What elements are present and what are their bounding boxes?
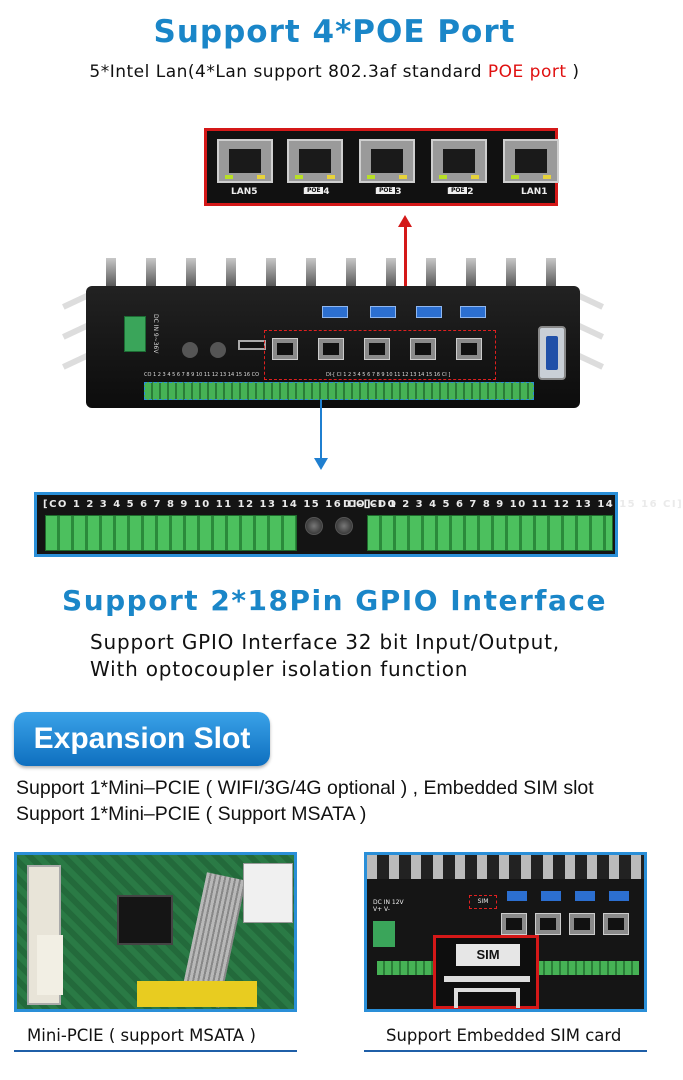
usb-port-4 xyxy=(460,306,486,318)
expansion-slot-badge: Expansion Slot xyxy=(14,712,270,766)
dc-power-terminal xyxy=(124,316,146,352)
screw-icon xyxy=(335,517,353,535)
usb-port-2 xyxy=(370,306,396,318)
antenna-port-right xyxy=(210,342,226,358)
poe-title: Support 4*POE Port xyxy=(153,14,516,50)
antenna-port-left xyxy=(182,342,198,358)
caption-left-underline xyxy=(14,1050,297,1052)
lan-port-3 xyxy=(359,139,415,183)
caption-left: Mini-PCIE ( support MSATA ) xyxy=(27,1026,256,1045)
device-gpio-left-label: CO 1 2 3 4 5 6 7 8 9 10 11 12 13 14 15 1… xyxy=(144,372,260,378)
poe-desc-suffix: ) xyxy=(566,62,580,82)
sim-label: SIM xyxy=(456,944,520,966)
poe-tag: POE xyxy=(377,187,395,194)
poe-tag: POE xyxy=(449,187,467,194)
caption-right-underline xyxy=(364,1050,647,1052)
lan-label-1: LAN1 xyxy=(521,187,548,197)
gpio-di-block xyxy=(367,515,613,551)
sim-card-photo: DC IN 12V V+ V- SIM SIM xyxy=(364,852,647,1012)
sim-zoom-box: SIM xyxy=(433,935,539,1009)
device-rear-panel: DC IN 9~36V CO 1 2 3 4 5 6 7 8 9 10 11 1… xyxy=(62,258,604,420)
lan-label-5: LAN5 xyxy=(231,187,258,197)
gpio-desc-line2: With optocoupler isolation function xyxy=(90,657,469,681)
sim-slot-icon xyxy=(444,976,530,982)
device-lan-2 xyxy=(410,338,436,360)
hdmi-port xyxy=(238,340,266,350)
heat-fins xyxy=(367,855,644,879)
mini-pcie-photo xyxy=(14,852,297,1012)
expansion-line1: Support 1*Mini–PCIE ( WIFI/3G/4G optiona… xyxy=(16,777,594,799)
lan-port-4 xyxy=(287,139,343,183)
lan-highlight-box xyxy=(264,330,496,380)
device-gpio-right-label: DI-[ CI 1 2 3 4 5 6 7 8 9 10 11 12 13 14… xyxy=(326,372,451,378)
gpio-desc-line1: Support GPIO Interface 32 bit Input/Outp… xyxy=(90,630,560,654)
lan-zoom-panel: LAN5 LAN4POE LAN3POE LAN2POE LAN1 xyxy=(204,128,559,206)
connector-block xyxy=(243,863,293,923)
chip-icon xyxy=(117,895,173,945)
yellow-tape xyxy=(137,981,257,1007)
mini-pcie-slot-2 xyxy=(37,935,63,995)
lan-port-1 xyxy=(503,139,559,183)
caption-right: Support Embedded SIM card xyxy=(386,1026,622,1045)
screw-icon xyxy=(305,517,323,535)
lan-port-5 xyxy=(217,139,273,183)
lan-port-2 xyxy=(431,139,487,183)
poe-desc-prefix: 5*Intel Lan(4*Lan support 802.3af standa… xyxy=(89,62,488,82)
poe-desc-highlight: POE port xyxy=(487,62,567,82)
device-lan-5 xyxy=(272,338,298,360)
sim-tray-icon xyxy=(454,988,520,1008)
gpio-right-label: DI-[CI 1 2 3 4 5 6 7 8 9 10 11 12 13 14 … xyxy=(343,499,683,510)
usb-port-1 xyxy=(322,306,348,318)
gpio-left-label: [CO 1 2 3 4 5 6 7 8 9 10 11 12 13 14 15 … xyxy=(43,499,398,510)
gpio-header-strip xyxy=(144,382,534,400)
dc-small-label: DC IN 12V V+ V- xyxy=(373,899,404,913)
poe-description: 5*Intel Lan(4*Lan support 802.3af standa… xyxy=(0,62,669,82)
arrow-down-icon xyxy=(314,400,328,470)
gpio-do-block xyxy=(45,515,297,551)
vga-port xyxy=(538,326,566,380)
gpio-title: Support 2*18Pin GPIO Interface xyxy=(62,584,607,617)
sim-small-box: SIM xyxy=(469,895,497,909)
poe-tag: POE xyxy=(305,187,323,194)
expansion-line2: Support 1*Mini–PCIE ( Support MSATA ) xyxy=(16,803,367,825)
device-lan-3 xyxy=(364,338,390,360)
dc-input-label: DC IN 9~36V xyxy=(152,314,159,354)
device-lan-1 xyxy=(456,338,482,360)
arrow-up-icon xyxy=(398,215,412,295)
device-lan-4 xyxy=(318,338,344,360)
dc-terminal-small xyxy=(373,921,395,947)
lan-labels: LAN5 LAN4POE LAN3POE LAN2POE LAN1 xyxy=(207,187,555,203)
usb-port-3 xyxy=(416,306,442,318)
gpio-zoom-panel: [CO 1 2 3 4 5 6 7 8 9 10 11 12 13 14 15 … xyxy=(34,492,682,557)
